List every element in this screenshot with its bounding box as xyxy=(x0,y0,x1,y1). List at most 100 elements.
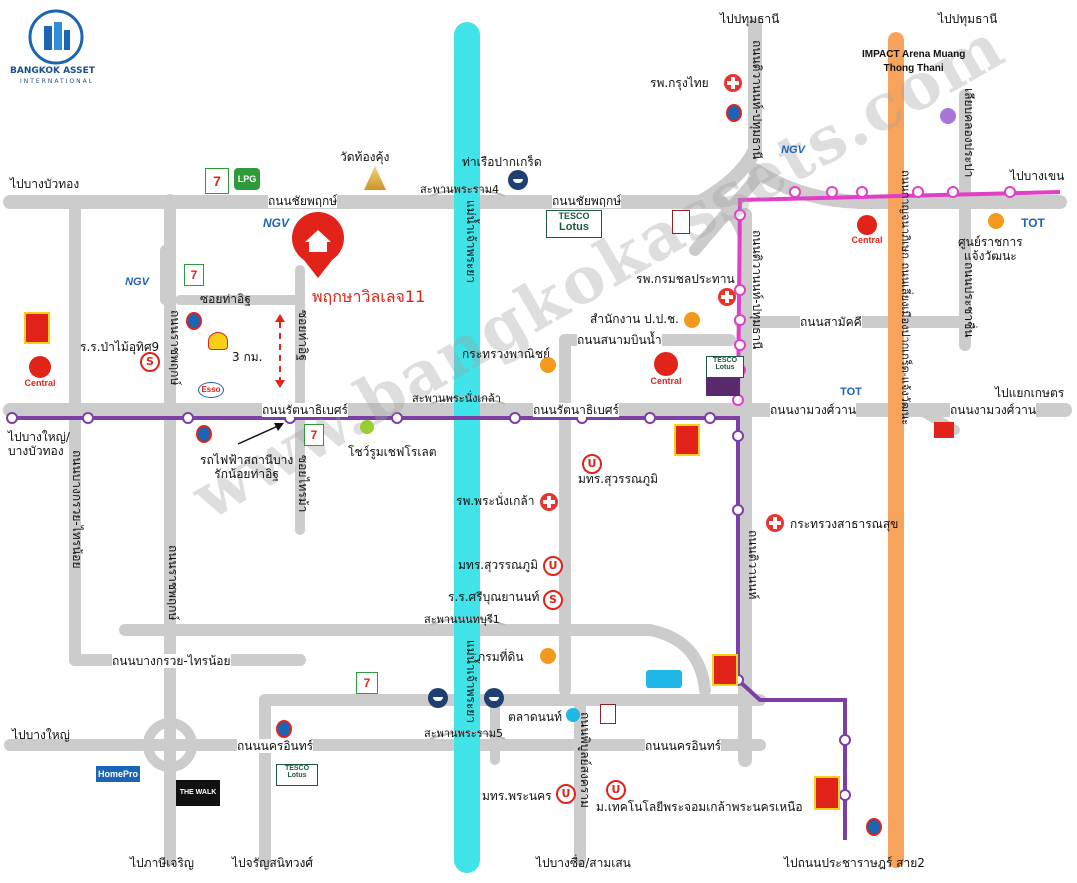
place-rs-krungthai: รพ.กรุงไทย xyxy=(650,76,709,90)
ptt-icon xyxy=(726,104,742,122)
place-rs-chonprathan: รพ.กรมชลประทาน xyxy=(636,272,735,286)
place-office-ppc: สำนักงาน ป.ป.ช. xyxy=(590,312,679,326)
dir-bang-yai: ไปบางใหญ่ xyxy=(12,728,70,742)
road-tiwanon-3: ถนนติวานนท์ xyxy=(746,530,760,600)
bridge-nonthaburi1: สะพานนนทบุรี1 xyxy=(424,613,500,626)
seven-eleven-logo: 7 xyxy=(205,168,229,194)
ngv-logo: NGV xyxy=(262,216,289,230)
ngv-logo: NGV xyxy=(781,144,805,156)
bridges xyxy=(429,188,506,740)
place-train: รถไฟฟ้าสถานีบาง รักน้อยท่าอิฐ xyxy=(200,453,294,481)
road-tiwanon-2: ถนนติวานนท์-ปทุมธานี xyxy=(750,230,764,350)
central-logo: Central xyxy=(850,215,884,249)
road-soi-tha-it: ซอยท่าอิฐ xyxy=(296,310,310,361)
seven-eleven-logo: 7 xyxy=(304,424,324,446)
tot-logo: TOT xyxy=(840,386,862,398)
ptt-icon xyxy=(276,720,292,738)
place-govcenter: ศูนย์ราชการ แจ้งวัฒนะ xyxy=(958,235,1023,263)
ngv-logo: NGV xyxy=(125,276,149,288)
road-ratchaphruek-2: ถนนราชพฤกษ์ xyxy=(166,545,180,621)
bigc-icon xyxy=(814,776,840,810)
dir-pracharat: ไปถนนประชาราษฎร์ สาย2 xyxy=(784,856,925,870)
ptt-icon xyxy=(196,425,212,443)
road-bang-kruai-h: ถนนบางกรวย-ไทรน้อย xyxy=(112,654,231,668)
road-bang-kruai-v: ถนนบางกรวย-ไทรน้อย xyxy=(70,450,84,569)
road-rattanathibet-1: ถนนรัตนาธิเบศร์ xyxy=(262,403,348,417)
place-school-sri: ร.ร.ศรีบุณยานนท์ xyxy=(448,590,540,604)
hospital-icon xyxy=(540,493,558,511)
bangkok-asset-logo xyxy=(28,9,84,65)
road-prachachuen: ถนนประชาชื่น xyxy=(962,262,976,338)
school-icon: S xyxy=(543,590,563,610)
place-wat: วัดท้องคุ้ง xyxy=(340,150,390,164)
road-ngamwongwan-2: ถนนงามวงศ์วาน xyxy=(950,403,1037,417)
ptt-icon xyxy=(866,818,882,836)
hospital-icon xyxy=(718,288,736,306)
place-health: กระทรวงสาธารณสุข xyxy=(790,517,899,531)
place-commerce: กระทรวงพาณิชย์ xyxy=(462,347,551,361)
place-kmutnb: ม.เทคโนโลยีพระจอมเกล้าพระนครเหนือ xyxy=(596,800,803,814)
government-icon xyxy=(540,357,556,373)
tot-logo: TOT xyxy=(1021,216,1045,230)
impact-icon xyxy=(940,108,956,124)
place-talat-non: ตลาดนนท์ xyxy=(508,710,562,724)
homepro-logo: HomePro xyxy=(96,766,140,782)
purple-stations xyxy=(6,412,851,801)
bridge-rama5: สะพานพระราม5 xyxy=(424,727,503,740)
shell-icon xyxy=(208,332,228,350)
road-nakhon-in-1: ถนนนครอินทร์ xyxy=(237,739,314,753)
road-soi-sai-ma: ซอยไทรม้า xyxy=(296,455,310,513)
bigc-icon xyxy=(712,654,738,686)
pier-boat-icon xyxy=(484,688,504,708)
esplanade-icon xyxy=(706,378,740,396)
dir-yaek-kaset: ไปแยกเกษตร xyxy=(995,386,1065,400)
dir-charan: ไปจรัญสนิทวงศ์ xyxy=(232,856,314,870)
university-icon: U xyxy=(606,780,626,800)
road-sanambinnam: ถนนสนามบินน้ำ xyxy=(577,333,662,347)
government-icon xyxy=(684,312,700,328)
road-chaiyaphruek-1: ถนนชัยพฤกษ์ xyxy=(268,194,338,208)
central-logo: Central xyxy=(644,352,688,392)
road-ngamwongwan-1: ถนนงามวงศ์วาน xyxy=(770,403,857,417)
dir-pathum-2: ไปปทุมธานี xyxy=(938,12,998,26)
road-chaiyaphruek-2: ถนนชัยพฤกษ์ xyxy=(552,194,622,208)
dir-phasi: ไปภาษีเจริญ xyxy=(130,856,195,870)
road-nakhon-in-2: ถนนนครอินทร์ xyxy=(645,739,722,753)
pier-boat-icon xyxy=(428,688,448,708)
place-stou-2: มทร.สุวรรณภูมิ xyxy=(458,558,538,572)
roads xyxy=(3,18,1072,866)
place-impact: IMPACT Arena Muang Thong Thani xyxy=(862,49,966,74)
road-phibun: ถนนพิบูลย์สงคราม xyxy=(578,712,592,808)
road-tiwanon-1: ถนนติวานนท์-ปทุมธานี xyxy=(750,40,764,160)
place-kromthidin: กรมที่ดิน xyxy=(478,650,524,664)
government-icon xyxy=(540,648,556,664)
dir-pathum-1: ไปปทุมธานี xyxy=(720,12,780,26)
road-ratchaphruek-1: ถนนราชพฤกษ์ xyxy=(168,310,182,386)
building-icon xyxy=(672,210,690,234)
river-label-1: แม่น้ำเจ้าพระยา xyxy=(464,200,478,284)
hospital-icon xyxy=(724,74,742,92)
road-samakkhi: ถนนสามัคคี xyxy=(800,315,862,329)
bridge-rama4: สะพานพระราม4 xyxy=(420,183,499,196)
place-pier: ท่าเรือปากเกร็ด xyxy=(462,155,542,169)
ptt-icon xyxy=(186,312,202,330)
road-khlong-prapa: เลียบคลองประปา xyxy=(962,88,976,178)
property-name: พฤกษาวิลเลจ11 xyxy=(312,287,426,306)
thewalk-logo: THE WALK xyxy=(176,780,220,806)
place-stou-1: มทร.สุวรรณภูมิ xyxy=(578,472,658,486)
dir-bang-bua-thong: ไปบางบัวทอง xyxy=(10,177,80,191)
river-label-2: แม่น้ำเจ้าพระยา xyxy=(464,640,478,724)
market-icon xyxy=(566,708,580,722)
purple-line xyxy=(12,416,847,840)
distance-label: 3 กม. xyxy=(232,350,263,364)
distance-arrow xyxy=(275,314,285,388)
road-kanchana: ถนนกาญจนาภิเษก ถนนเลี่ยงเมืองปากเกร็ด-แจ… xyxy=(899,170,912,426)
train-pointer xyxy=(237,423,284,445)
property-pin[interactable] xyxy=(292,212,344,278)
roundabout xyxy=(143,718,197,772)
road-soi-tha-it-h: ซอยท่าอิฐ xyxy=(200,292,251,306)
